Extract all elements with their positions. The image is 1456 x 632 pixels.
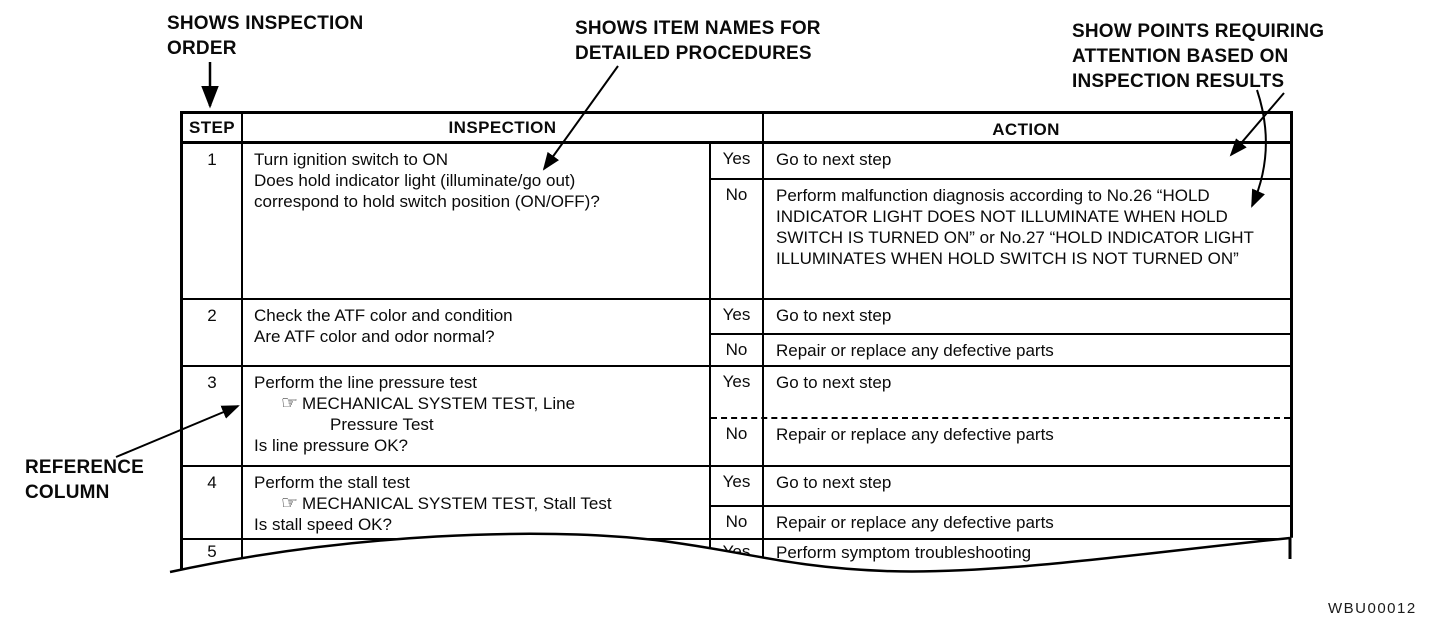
action-text: Go to next step	[776, 473, 892, 492]
result-subrow-yes: Yes Go to next step	[711, 300, 1290, 333]
action-text: Go to next step	[776, 306, 892, 325]
callout-text: ORDER	[167, 38, 237, 59]
callout-item-names: SHOWS ITEM NAMES FOR DETAILED PROCEDURES	[575, 16, 821, 66]
inspection-cell: Perform the line pressure test ☞MECHANIC…	[243, 367, 711, 465]
result-subrow-no: No Perform malfunction diagnosis accordi…	[711, 178, 1290, 298]
result-label: Yes	[711, 467, 764, 505]
inspection-text: Is stall speed OK?	[254, 515, 392, 534]
step-number: 2	[183, 300, 243, 365]
result-subrow-no: No Repair or replace any defective parts	[711, 417, 1290, 465]
table-row: 5 Yes Perform symptom troubleshooting	[183, 538, 1290, 578]
result-subrow-yes: Yes Go to next step	[711, 367, 1290, 417]
inspection-text: correspond to hold switch position (ON/O…	[254, 192, 600, 211]
inspection-text: Perform the stall test	[254, 473, 410, 492]
result-subrow-yes: Yes Go to next step	[711, 467, 1290, 505]
action-text: Go to next step	[776, 150, 892, 169]
table-row: 4 Perform the stall test ☞MECHANICAL SYS…	[183, 465, 1290, 538]
reference-text: MECHANICAL SYSTEM TEST, Line	[302, 394, 576, 413]
inspection-text: Turn ignition switch to ON	[254, 150, 448, 169]
reference-text: Pressure Test	[330, 415, 434, 434]
results-cell: Yes Perform symptom troubleshooting	[711, 540, 1290, 578]
troubleshooting-table: STEP INSPECTION ACTION 1 Turn ignition s…	[180, 111, 1293, 578]
inspection-cell: Perform the stall test ☞MECHANICAL SYSTE…	[243, 467, 711, 538]
result-label: No	[711, 180, 764, 298]
action-text: Repair or replace any defective parts	[776, 513, 1054, 532]
action-text: Repair or replace any defective parts	[776, 341, 1054, 360]
col-header-action: ACTION	[992, 120, 1060, 139]
col-header-inspection: INSPECTION	[243, 114, 764, 141]
callout-text: DETAILED PROCEDURES	[575, 43, 812, 64]
step-number: 1	[183, 144, 243, 298]
reference-line: ☞MECHANICAL SYSTEM TEST, Stall Test	[254, 493, 701, 514]
inspection-cell	[243, 540, 711, 578]
result-subrow-yes: Yes Perform symptom troubleshooting	[711, 540, 1290, 578]
callout-text: COLUMN	[25, 482, 110, 503]
result-label: Yes	[711, 144, 764, 178]
result-label: Yes	[711, 367, 764, 417]
reference-line: ☞MECHANICAL SYSTEM TEST, Line	[254, 393, 701, 414]
callout-text: INSPECTION RESULTS	[1072, 71, 1285, 92]
pointing-hand-icon: ☞	[281, 393, 299, 414]
result-label: No	[711, 419, 764, 465]
callout-text: SHOW POINTS REQUIRING	[1072, 21, 1325, 42]
figure-code: WBU00012	[1328, 600, 1417, 617]
result-label: Yes	[711, 300, 764, 333]
inspection-text: Are ATF color and odor normal?	[254, 327, 495, 346]
callout-text: REFERENCE	[25, 457, 144, 478]
callout-text: ATTENTION BASED ON	[1072, 46, 1289, 67]
result-label: No	[711, 507, 764, 538]
results-cell: Yes Go to next step No Repair or replace…	[711, 467, 1290, 538]
reference-text: MECHANICAL SYSTEM TEST, Stall Test	[302, 494, 612, 513]
result-label: Yes	[711, 540, 764, 578]
inspection-text: Perform the line pressure test	[254, 373, 477, 392]
callout-inspection-order: SHOWS INSPECTION ORDER	[167, 11, 363, 61]
callout-attention-points: SHOW POINTS REQUIRING ATTENTION BASED ON…	[1072, 19, 1324, 94]
result-subrow-no: No Repair or replace any defective parts	[711, 333, 1290, 365]
action-text: Perform symptom troubleshooting	[776, 543, 1032, 562]
step-number: 5	[183, 540, 243, 578]
table-row: 1 Turn ignition switch to ON Does hold i…	[183, 144, 1290, 298]
result-subrow-no: No Repair or replace any defective parts	[711, 505, 1290, 538]
results-cell: Yes Go to next step No Perform malfuncti…	[711, 144, 1290, 298]
result-label: No	[711, 335, 764, 365]
inspection-cell: Turn ignition switch to ON Does hold ind…	[243, 144, 711, 298]
action-text: Repair or replace any defective parts	[776, 425, 1054, 444]
action-text: Go to next step	[776, 373, 892, 392]
step-number: 3	[183, 367, 243, 465]
inspection-cell: Check the ATF color and condition Are AT…	[243, 300, 711, 365]
inspection-text: Does hold indicator light (illuminate/go…	[254, 171, 576, 190]
results-cell: Yes Go to next step No Repair or replace…	[711, 367, 1290, 465]
table-header-row: STEP INSPECTION ACTION	[183, 114, 1290, 144]
action-text: Perform malfunction diagnosis according …	[776, 186, 1254, 268]
table-row: 3 Perform the line pressure test ☞MECHAN…	[183, 365, 1290, 465]
table-row: 2 Check the ATF color and condition Are …	[183, 298, 1290, 365]
col-header-step: STEP	[183, 114, 243, 141]
callout-text: SHOWS INSPECTION	[167, 13, 364, 34]
inspection-text: Check the ATF color and condition	[254, 306, 513, 325]
callout-text: SHOWS ITEM NAMES FOR	[575, 18, 821, 39]
inspection-text: Is line pressure OK?	[254, 436, 409, 455]
result-subrow-yes: Yes Go to next step	[711, 144, 1290, 178]
step-number: 4	[183, 467, 243, 538]
callout-reference-column: REFERENCE COLUMN	[25, 455, 144, 505]
results-cell: Yes Go to next step No Repair or replace…	[711, 300, 1290, 365]
pointing-hand-icon: ☞	[281, 493, 299, 514]
